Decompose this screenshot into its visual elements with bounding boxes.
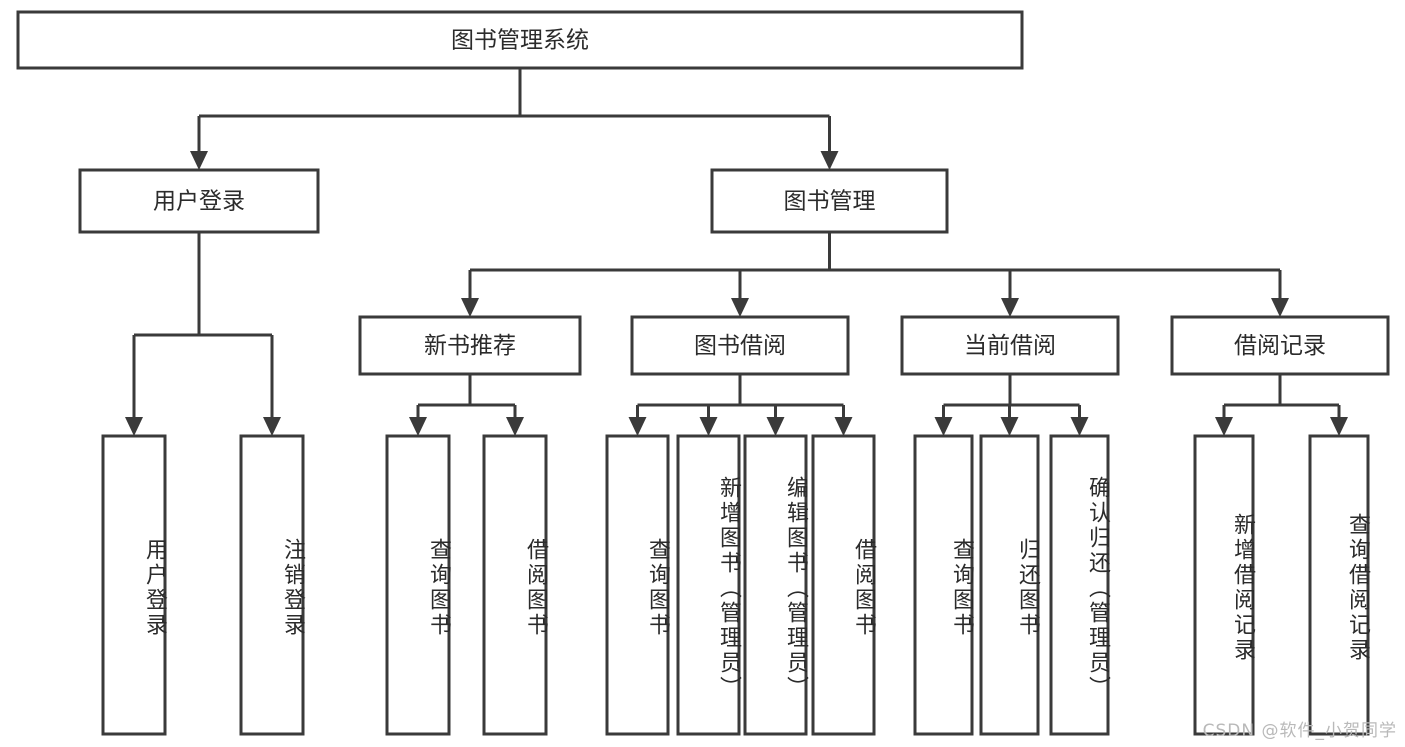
node-box-l2_1[interactable] xyxy=(710,168,949,234)
node-label-l3_0: 新书推荐 xyxy=(424,333,516,359)
node-box-leaf_10[interactable] xyxy=(1049,434,1110,736)
node-box-l2_0[interactable] xyxy=(78,168,320,234)
node-label-root: 图书管理系统 xyxy=(451,28,589,54)
node-box-leaf_1[interactable] xyxy=(239,434,305,736)
arrow-head-icon xyxy=(834,417,853,436)
node-box-l3_0[interactable] xyxy=(358,315,582,376)
arrow-head-icon xyxy=(731,298,749,317)
node-box-leaf_2[interactable] xyxy=(385,434,451,736)
node-leaf_3[interactable] xyxy=(482,434,548,736)
node-box-leaf_11[interactable] xyxy=(1193,434,1255,736)
arrow-head-icon xyxy=(1271,298,1289,317)
arrow-head-icon xyxy=(125,417,143,436)
node-box-root[interactable] xyxy=(16,10,1024,70)
node-label-l3_1: 图书借阅 xyxy=(694,333,786,359)
node-leaf_4[interactable] xyxy=(605,434,670,736)
node-leaf_0[interactable] xyxy=(101,434,167,736)
node-l3_2[interactable] xyxy=(900,315,1120,376)
arrow-head-icon xyxy=(820,151,839,170)
arrow-head-icon xyxy=(1001,298,1019,317)
node-leaf_12[interactable] xyxy=(1308,434,1370,736)
node-leaf_8[interactable] xyxy=(913,434,974,736)
node-box-leaf_7[interactable] xyxy=(811,434,876,736)
node-box-leaf_6[interactable] xyxy=(743,434,808,736)
arrow-head-icon xyxy=(409,417,427,436)
node-box-l3_3[interactable] xyxy=(1170,315,1390,376)
node-l3_1[interactable] xyxy=(630,315,850,376)
node-leaf_6[interactable] xyxy=(743,434,808,736)
node-box-l3_1[interactable] xyxy=(630,315,850,376)
node-l2_0[interactable] xyxy=(78,168,320,234)
node-leaf_10[interactable] xyxy=(1049,434,1110,736)
arrow-head-icon xyxy=(1070,417,1089,436)
arrow-head-icon xyxy=(1330,417,1348,436)
node-box-leaf_3[interactable] xyxy=(482,434,548,736)
node-leaf_7[interactable] xyxy=(811,434,876,736)
arrow-head-icon xyxy=(506,417,524,436)
arrow-head-icon xyxy=(263,417,281,436)
arrow-head-icon xyxy=(766,417,785,436)
node-box-leaf_12[interactable] xyxy=(1308,434,1370,736)
node-root[interactable] xyxy=(16,10,1024,70)
arrow-head-icon xyxy=(190,151,208,170)
node-l2_1[interactable] xyxy=(710,168,949,234)
arrow-head-icon xyxy=(934,417,953,436)
node-l3_0[interactable] xyxy=(358,315,582,376)
node-leaf_2[interactable] xyxy=(385,434,451,736)
arrow-head-icon xyxy=(1000,417,1019,436)
node-box-leaf_8[interactable] xyxy=(913,434,974,736)
node-label-l2_1: 图书管理 xyxy=(784,189,876,215)
arrow-head-icon xyxy=(699,417,718,436)
node-box-leaf_5[interactable] xyxy=(676,434,741,736)
node-box-leaf_0[interactable] xyxy=(101,434,167,736)
node-box-l3_2[interactable] xyxy=(900,315,1120,376)
node-leaf_9[interactable] xyxy=(979,434,1040,736)
node-box-leaf_4[interactable] xyxy=(605,434,670,736)
watermark-text: CSDN @软件_小贺同学 xyxy=(1202,721,1397,741)
node-box-leaf_9[interactable] xyxy=(979,434,1040,736)
node-leaf_11[interactable] xyxy=(1193,434,1255,736)
node-label-l3_2: 当前借阅 xyxy=(964,333,1056,359)
node-label-l2_0: 用户登录 xyxy=(153,189,245,215)
arrow-head-icon xyxy=(1215,417,1233,436)
node-leaf_1[interactable] xyxy=(239,434,305,736)
node-l3_3[interactable] xyxy=(1170,315,1390,376)
arrow-head-icon xyxy=(461,298,479,317)
node-leaf_5[interactable] xyxy=(676,434,741,736)
node-label-l3_3: 借阅记录 xyxy=(1234,333,1326,359)
arrow-head-icon xyxy=(628,417,647,436)
